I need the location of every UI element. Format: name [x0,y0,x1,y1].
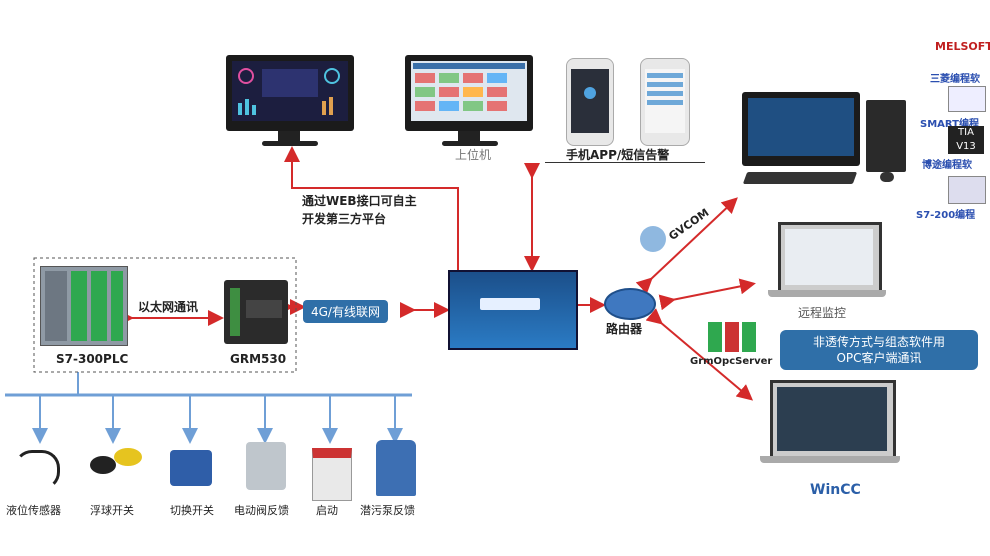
arrow-router-pc [635,197,738,295]
plc-device [40,266,128,346]
router-label: 路由器 [606,322,643,336]
opc-server-label: GrmOpcServer [690,356,773,367]
selector-switch-icon [170,450,212,486]
keyboard [742,172,858,184]
laptop-remote [778,222,882,294]
opc-server-icon [708,322,756,352]
motorized-valve-icon [246,442,286,490]
float-switch-icon [90,448,144,478]
sensor-label-valve: 电动阀反馈 [234,504,289,517]
remote-monitor-label: 远程监控 [798,306,847,320]
gvcom-icon [640,226,666,252]
software-label-smart: SMART编程 [920,119,979,130]
desktop-monitor [742,92,860,166]
mobile-app-label: 手机APP/短信告警 [566,148,670,162]
plc-label: S7-300PLC [56,352,129,366]
mouse [880,172,894,182]
smart-icon [948,86,986,112]
scada-graphics [413,63,525,111]
ethernet-label: 以太网通讯 [138,300,199,314]
grm-label: GRM530 [230,352,287,366]
grm530-device [224,280,288,344]
level-sensor-icon [14,450,60,490]
sensor-label-float: 浮球开关 [90,504,134,517]
arrow-router-wincc [645,308,754,401]
tia-icon: TIA V13 [948,126,984,154]
monitor-dashboard [226,55,354,131]
router-icon [604,288,656,320]
pc-tower [866,100,906,172]
software-logo-melsoft: MELSOFT [935,40,990,53]
host-pc-label: 上位机 [455,148,492,162]
opc-note-box: 非透传方式与组态软件用 OPC客户端通讯 [780,330,978,370]
s7200-icon [948,176,986,204]
arrow-router-laptop [658,278,756,311]
dashboard-graphics [238,68,340,115]
sensor-label-pump: 潜污泵反馈 [360,504,415,517]
phone-app-1 [566,58,614,146]
sensor-label-switch: 切换开关 [170,504,214,517]
contactor-icon [312,448,352,501]
laptop-wincc [770,380,896,460]
cloud-gateway-panel [448,270,578,350]
plc-frame [33,257,297,373]
monitor-host-scada [405,55,533,131]
sensor-label-level: 液位传感器 [6,504,61,517]
software-label-s7200: S7-200编程 [916,210,976,221]
web-interface-note: 通过WEB接口可自主 开发第三方平台 [302,194,417,226]
phone-app-2 [640,58,690,146]
arrow-web-to-monitor [284,146,459,270]
wincc-label: WinCC [810,482,861,498]
sensor-label-start: 启动 [316,504,338,517]
software-label-tia: 博途编程软 [922,160,972,171]
network-4g-label: 4G/有线联网 [303,300,388,323]
sewage-pump-icon [376,440,416,496]
software-label-mitsubishi: 三菱编程软 [930,74,980,85]
